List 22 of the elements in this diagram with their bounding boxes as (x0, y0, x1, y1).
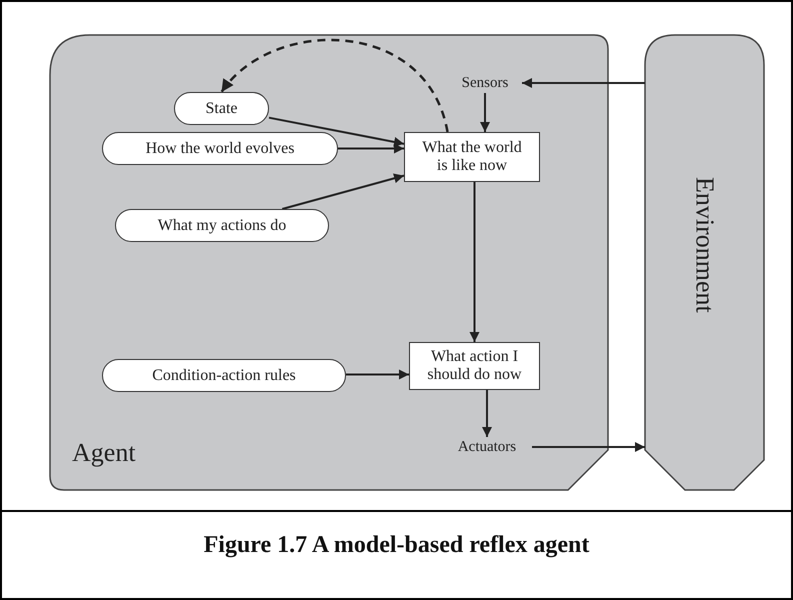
signal-label: Sensors (448, 73, 522, 93)
process-box: What the world is like now (404, 132, 540, 182)
arrow (480, 93, 490, 132)
environment-title: Environment (690, 177, 720, 313)
arrow (522, 78, 645, 88)
arrow (282, 173, 404, 210)
arrow (346, 370, 409, 380)
model-pill: State (174, 92, 269, 125)
arrow (470, 182, 480, 342)
dashed-arrow (220, 39, 449, 132)
process-box: What action I should do now (409, 342, 540, 390)
arrow (268, 116, 404, 147)
environment-panel (645, 35, 764, 490)
agent-title: Agent (72, 438, 136, 468)
model-pill: How the world evolves (102, 132, 338, 165)
arrow (532, 442, 645, 452)
model-pill: What my actions do (115, 209, 329, 242)
arrow (338, 144, 404, 154)
model-pill: Condition-action rules (102, 359, 346, 392)
figure-caption: Figure 1.7 A model-based reflex agent (202, 532, 590, 559)
arrow (482, 390, 492, 437)
signal-label: Actuators (442, 437, 532, 457)
